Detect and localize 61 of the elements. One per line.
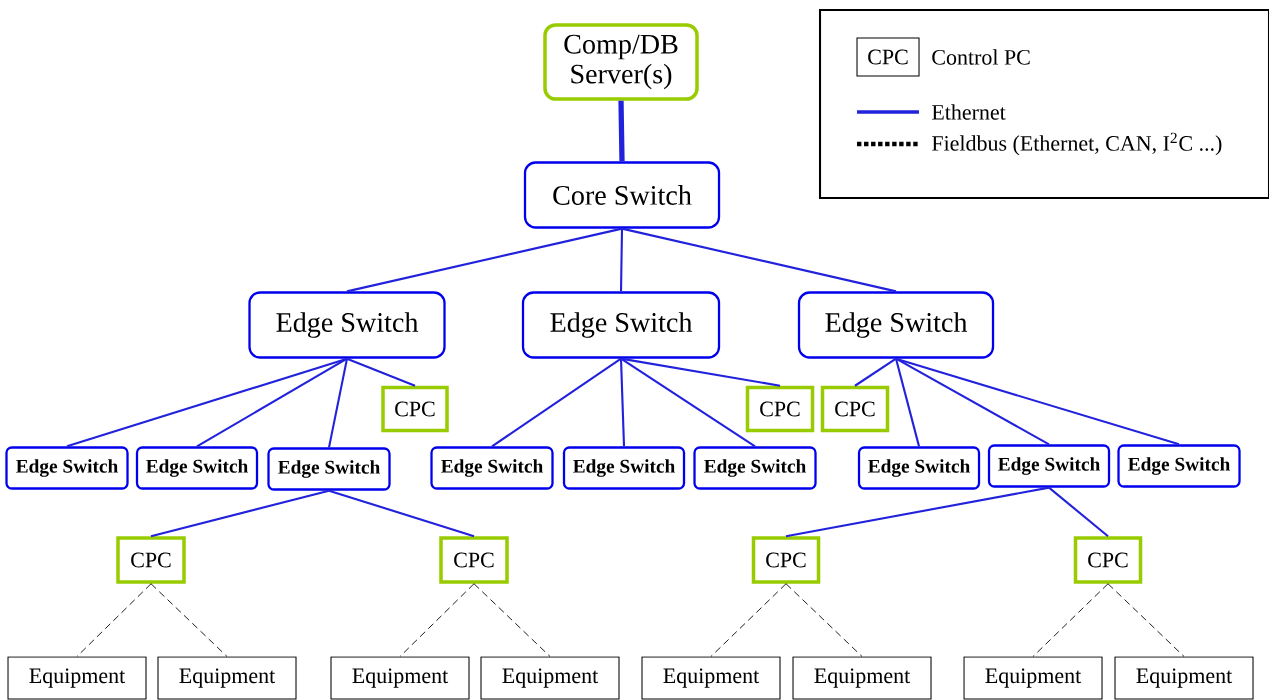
connector-line: [1032, 583, 1109, 657]
connector-line: [620, 357, 756, 448]
connector-line: [620, 357, 781, 387]
connector-line: [346, 227, 623, 293]
connector-line: [785, 583, 863, 657]
control-pc-box: CPC: [820, 385, 890, 433]
connector-line: [491, 357, 622, 448]
switch-box: Edge Switch: [135, 446, 259, 490]
connector-line: [66, 357, 348, 448]
switch-box: Edge Switch: [987, 444, 1111, 488]
control-pc-box: CPC: [751, 536, 821, 584]
control-pc-box: CPC: [116, 536, 186, 584]
connector-line: [618, 100, 625, 162]
legend-text: Ethernet: [932, 104, 1006, 120]
equipment-box: Equipment: [330, 656, 470, 700]
connector-line: [150, 583, 228, 657]
control-pc-box: CPC: [439, 536, 509, 584]
connector-line: [1107, 583, 1185, 657]
switch-box: Core Switch: [523, 161, 721, 229]
equipment-box: Equipment: [157, 656, 297, 700]
connector-line: [895, 357, 1050, 446]
switch-box: Edge Switch: [693, 446, 817, 490]
connector-line: [150, 489, 330, 538]
legend-text: Fieldbus (Ethernet, CAN, I$^{2}$C ...): [932, 132, 1222, 156]
connector-line: [785, 486, 1050, 538]
control-pc-box: CPC: [381, 385, 449, 433]
connector-line: [399, 583, 475, 657]
equipment-box: Equipment: [480, 656, 620, 700]
switch-box: Edge Switch: [248, 291, 446, 359]
control-pc-box: CPC: [1073, 536, 1143, 584]
switch-box: Edge Switch: [521, 291, 721, 359]
switch-box: Edge Switch: [562, 446, 686, 490]
connector-line: [619, 228, 624, 292]
connector-line: [327, 358, 349, 448]
control-pc-box: CPC: [745, 385, 815, 433]
legend-text: Control PC: [932, 49, 1030, 65]
server-box: Comp/DB Server(s): [543, 23, 699, 101]
connector-line: [76, 583, 152, 657]
legend-sample-box: CPC: [856, 37, 920, 77]
equipment-box: Equipment: [1114, 656, 1254, 700]
connector-line: [473, 583, 551, 657]
switch-box: Edge Switch: [857, 446, 981, 490]
connector-line: [895, 358, 921, 447]
equipment-box: Equipment: [963, 656, 1103, 700]
switch-box: Edge Switch: [5, 446, 129, 490]
connector-line: [328, 489, 475, 538]
switch-box: Edge Switch: [430, 446, 554, 490]
connector-line: [346, 357, 416, 387]
connector-line: [710, 583, 787, 657]
equipment-box: Equipment: [7, 656, 147, 700]
connector-line: [895, 357, 1180, 446]
switch-box: Edge Switch: [267, 447, 391, 491]
connector-line: [621, 227, 897, 293]
switch-box: Edge Switch: [1117, 444, 1241, 488]
connector-line: [196, 357, 348, 448]
connector-line: [854, 357, 897, 387]
switch-box: Edge Switch: [797, 291, 995, 359]
equipment-box: Equipment: [641, 656, 781, 700]
equipment-box: Equipment: [792, 656, 932, 700]
connector-line: [1048, 486, 1109, 538]
connector-line: [619, 358, 626, 447]
